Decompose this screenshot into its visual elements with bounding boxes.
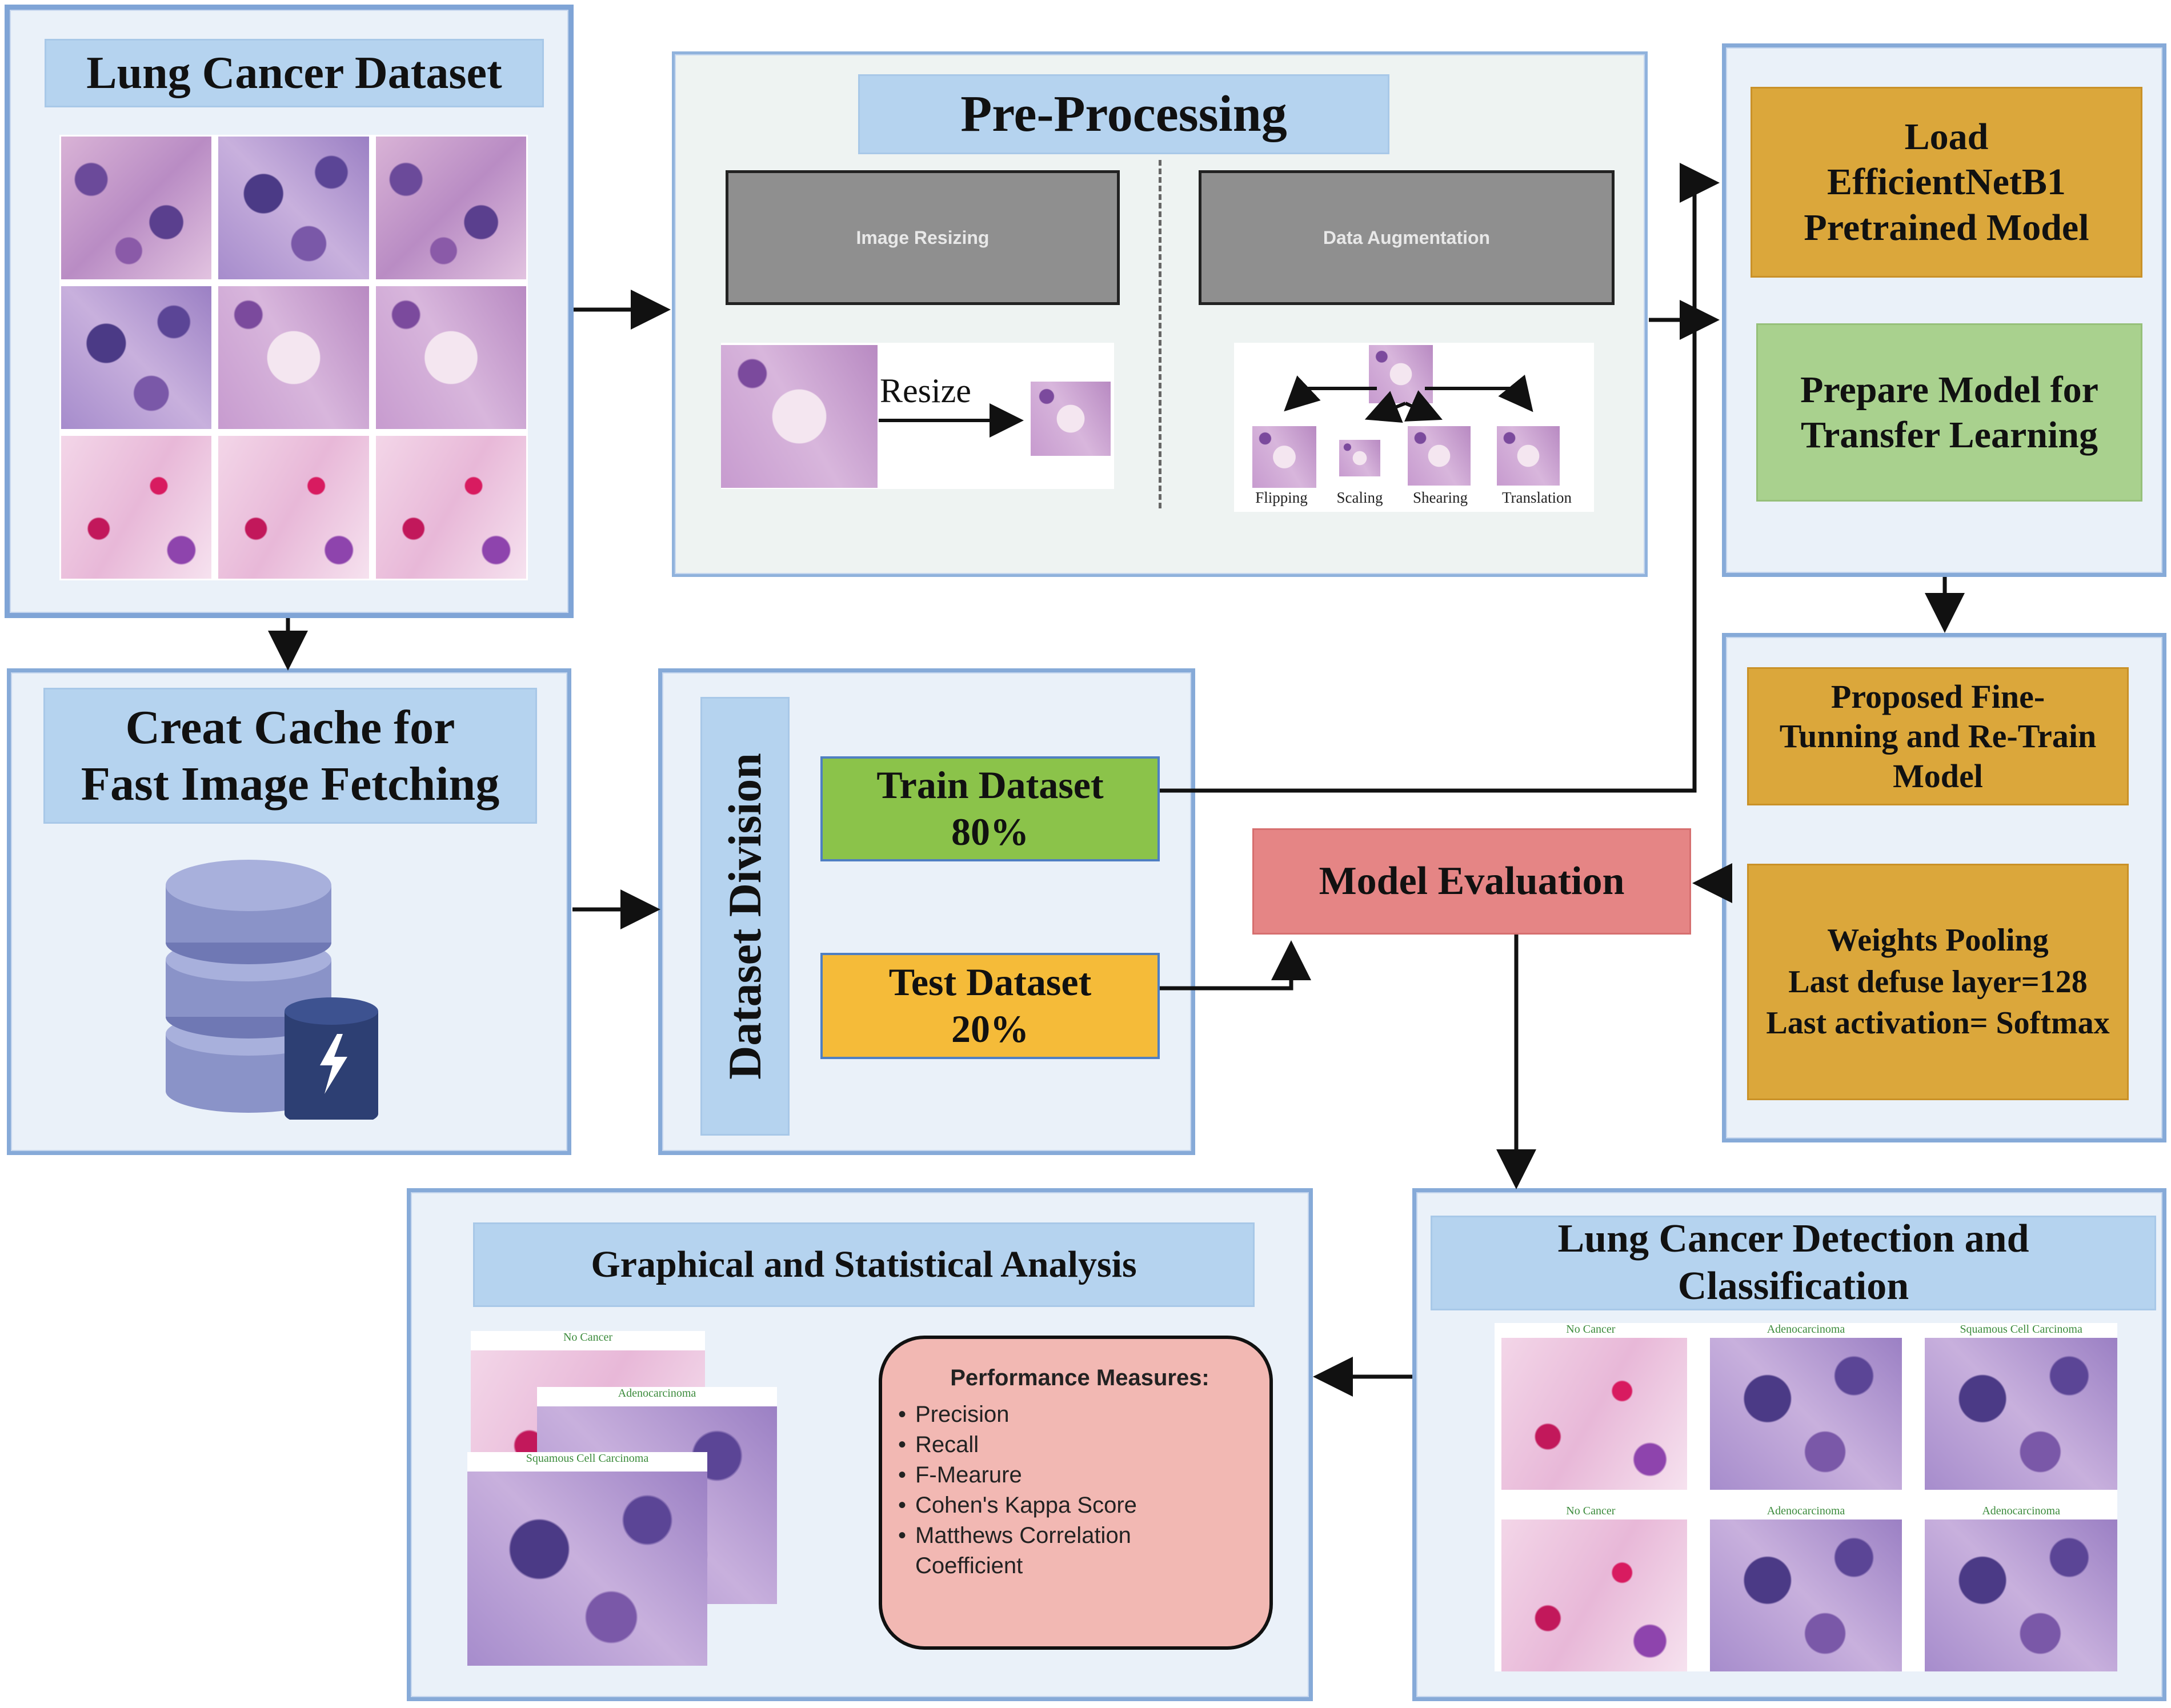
detection-tile: No Cancer <box>1495 1505 1687 1671</box>
translation-image <box>1497 426 1560 486</box>
finetune-title-box: Proposed Fine- Tunning and Re-Train Mode… <box>1747 667 2129 805</box>
measure-item: Cohen's Kappa Score <box>898 1490 1252 1521</box>
detection-tile-image <box>1709 1519 1902 1671</box>
division-title-bar <box>700 697 790 1136</box>
dataset-tile <box>59 284 214 431</box>
detection-tile-label: No Cancer <box>1566 1505 1616 1517</box>
performance-measures-list: Precision Recall F-Mearure Cohen's Kappa… <box>898 1400 1252 1581</box>
aug-label-shearing: Shearing <box>1413 489 1468 506</box>
preprocessing-title: Pre-Processing <box>858 74 1389 154</box>
image-resizing-box: Image Resizing <box>726 170 1120 305</box>
detection-title: Lung Cancer Detection and Classification <box>1431 1216 2156 1310</box>
detection-tile-image <box>1925 1519 2117 1671</box>
dataset-title: Lung Cancer Dataset <box>45 39 544 107</box>
database-icon <box>166 860 378 1120</box>
detection-tile-image <box>1501 1338 1687 1490</box>
detection-tile-label: No Cancer <box>1566 1323 1616 1336</box>
aug-label-translation: Translation <box>1501 489 1572 506</box>
detection-tile: Squamous Cell Carcinoma <box>1925 1323 2117 1490</box>
aug-label-scaling: Scaling <box>1336 489 1383 506</box>
analysis-title: Graphical and Statistical Analysis <box>473 1222 1255 1307</box>
dataset-tile <box>59 135 214 281</box>
analysis-stack-label: Adenocarcinoma <box>618 1387 696 1400</box>
preprocessing-divider <box>1159 160 1161 508</box>
detection-tile: Adenocarcinoma <box>1709 1323 1902 1490</box>
measure-item: F-Mearure <box>898 1460 1252 1490</box>
analysis-stack-label: No Cancer <box>563 1331 613 1344</box>
measure-item: Matthews Correlation Coefficient <box>898 1521 1252 1581</box>
analysis-stack-front: Squamous Cell Carcinoma <box>467 1452 707 1666</box>
resize-label: Resize <box>880 372 971 410</box>
division-title: Dataset Division <box>719 753 771 1080</box>
dataset-tile <box>59 434 214 580</box>
dataset-tile <box>217 135 371 281</box>
resize-target-image <box>1031 382 1111 456</box>
scaling-image <box>1339 440 1380 476</box>
dataset-tile <box>217 434 371 580</box>
measure-item: Precision <box>898 1400 1252 1430</box>
prepare-model-box: Prepare Model for Transfer Learning <box>1756 323 2142 502</box>
finetune-details-box: Weights Pooling Last defuse layer=128 La… <box>1747 864 2129 1100</box>
dataset-image-grid <box>59 135 528 580</box>
detection-tile: No Cancer <box>1495 1323 1687 1490</box>
detection-image-grid: No Cancer Adenocarcinoma Squamous Cell C… <box>1495 1323 2117 1671</box>
detection-tile-label: Adenocarcinoma <box>1767 1505 1845 1517</box>
dataset-tile <box>374 135 528 281</box>
dataset-tile <box>374 434 528 580</box>
detection-tile-label: Squamous Cell Carcinoma <box>1960 1323 2082 1336</box>
detection-tile: Adenocarcinoma <box>1709 1505 1902 1671</box>
aug-label-flipping: Flipping <box>1255 489 1308 506</box>
shearing-image <box>1408 426 1471 486</box>
augmentation-source-image <box>1369 345 1433 403</box>
data-augmentation-box: Data Augmentation <box>1199 170 1615 305</box>
detection-tile-label: Adenocarcinoma <box>1767 1323 1845 1336</box>
detection-tile-label: Adenocarcinoma <box>1982 1505 2060 1517</box>
model-evaluation-box: Model Evaluation <box>1252 828 1691 935</box>
performance-measures-title: Performance Measures: <box>950 1365 1209 1390</box>
detection-tile: Adenocarcinoma <box>1925 1505 2117 1671</box>
analysis-stack-label: Squamous Cell Carcinoma <box>526 1452 649 1465</box>
test-dataset-box: Test Dataset 20% <box>820 953 1160 1059</box>
detection-tile-image <box>1925 1338 2117 1490</box>
detection-tile-image <box>1709 1338 1902 1490</box>
train-dataset-box: Train Dataset 80% <box>820 756 1160 861</box>
flipping-image <box>1252 426 1316 488</box>
cache-title: Creat Cache for Fast Image Fetching <box>43 688 537 824</box>
detection-tile-image <box>1501 1519 1687 1671</box>
load-model-box: Load EfficientNetB1 Pretrained Model <box>1751 87 2142 278</box>
dataset-tile <box>374 284 528 431</box>
measure-item: Recall <box>898 1430 1252 1460</box>
resize-source-image <box>721 345 878 488</box>
dataset-tile <box>217 284 371 431</box>
analysis-stack-image <box>467 1472 707 1666</box>
arrow-preprocessing-to-model <box>1649 300 1720 340</box>
